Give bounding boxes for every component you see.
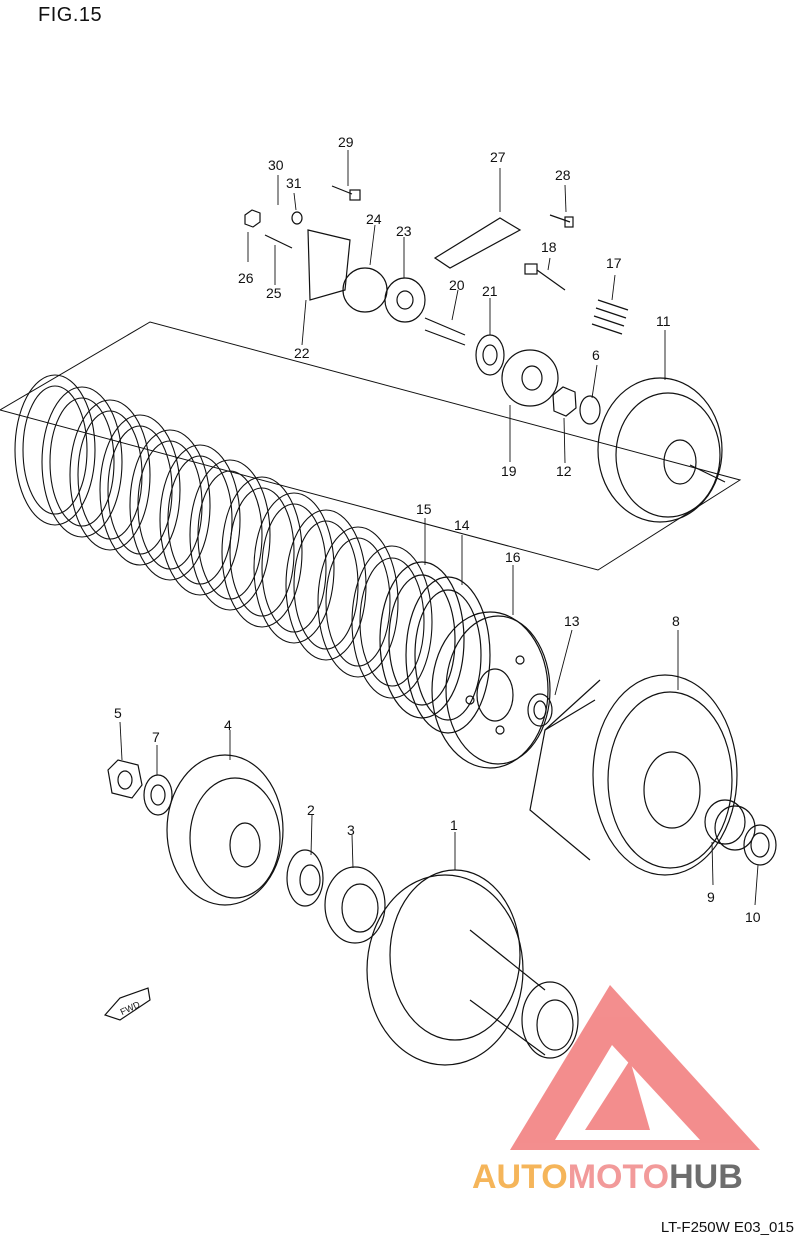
callout-31: 31 bbox=[286, 175, 302, 191]
washer-7 bbox=[143, 774, 173, 816]
one-way-clutch-4 bbox=[166, 754, 284, 906]
callout-25: 25 bbox=[266, 285, 282, 301]
callout-24: 24 bbox=[366, 211, 382, 227]
plate-group-outline bbox=[0, 321, 742, 571]
callout-1: 1 bbox=[450, 817, 458, 833]
bolt-29 bbox=[331, 185, 361, 201]
callout-13: 13 bbox=[564, 613, 580, 629]
callout-19: 19 bbox=[501, 463, 517, 479]
callout-30: 30 bbox=[268, 157, 284, 173]
nut-5 bbox=[107, 759, 143, 799]
callout-26: 26 bbox=[238, 270, 254, 286]
nut-12 bbox=[552, 386, 577, 417]
callout-29: 29 bbox=[338, 134, 354, 150]
callout-21: 21 bbox=[482, 283, 498, 299]
watermark-hub: HUB bbox=[669, 1158, 743, 1196]
callout-10: 10 bbox=[745, 909, 761, 925]
spacer-9 bbox=[704, 799, 756, 851]
clutch-hub-11 bbox=[597, 377, 726, 523]
callout-5: 5 bbox=[114, 705, 122, 721]
callout-4: 4 bbox=[224, 717, 232, 733]
watermark-logo bbox=[510, 985, 760, 1150]
forward-direction-arrow bbox=[103, 987, 151, 1021]
callout-12: 12 bbox=[556, 463, 572, 479]
pressure-plate-16 bbox=[431, 611, 551, 769]
washer-10 bbox=[743, 824, 777, 866]
cam-23 bbox=[384, 277, 426, 323]
plate-15 bbox=[379, 561, 465, 719]
callout-11: 11 bbox=[656, 313, 671, 329]
stud-25 bbox=[264, 234, 293, 249]
callout-23: 23 bbox=[396, 223, 412, 239]
spring-17 bbox=[591, 299, 629, 335]
bolt-28 bbox=[549, 214, 574, 228]
callout-20: 20 bbox=[449, 277, 465, 293]
release-arm-27 bbox=[433, 217, 522, 269]
callout-17: 17 bbox=[606, 255, 622, 271]
clutch-housing-8 bbox=[529, 674, 738, 876]
figure-title: FIG.15 bbox=[38, 4, 103, 26]
watermark-text: AUTOMOTOHUB bbox=[472, 1158, 743, 1197]
figure-code: LT-F250W E03_015 bbox=[660, 1219, 794, 1236]
leader-lines bbox=[119, 150, 759, 906]
washer-6 bbox=[579, 395, 601, 425]
callout-3: 3 bbox=[347, 822, 355, 838]
callout-6: 6 bbox=[592, 347, 600, 363]
plate-14 bbox=[405, 576, 491, 734]
callout-28: 28 bbox=[555, 167, 571, 183]
lifter-plate-19 bbox=[501, 349, 559, 407]
watermark-moto: MOTO bbox=[567, 1158, 670, 1196]
callout-15: 15 bbox=[416, 501, 432, 517]
clutch-plate-stack bbox=[14, 374, 491, 734]
callout-14: 14 bbox=[454, 517, 470, 533]
callout-9: 9 bbox=[707, 889, 715, 905]
washer-31 bbox=[291, 211, 303, 225]
callout-8: 8 bbox=[672, 613, 680, 629]
callout-22: 22 bbox=[294, 345, 310, 361]
plate-24 bbox=[342, 267, 388, 313]
bearing-3 bbox=[324, 866, 386, 944]
watermark-auto: AUTO bbox=[472, 1158, 568, 1196]
callout-7: 7 bbox=[152, 729, 160, 745]
collar-2 bbox=[286, 849, 324, 907]
rod-20 bbox=[424, 317, 466, 346]
callout-18: 18 bbox=[541, 239, 557, 255]
callout-2: 2 bbox=[307, 802, 315, 818]
clutch-drum-1 bbox=[366, 869, 579, 1066]
bracket-22 bbox=[307, 229, 351, 301]
washer-13 bbox=[527, 693, 553, 727]
callout-16: 16 bbox=[505, 549, 521, 565]
bolt-18 bbox=[524, 263, 566, 291]
nut-30 bbox=[244, 209, 261, 228]
callout-27: 27 bbox=[490, 149, 506, 165]
bearing-21 bbox=[475, 334, 505, 376]
